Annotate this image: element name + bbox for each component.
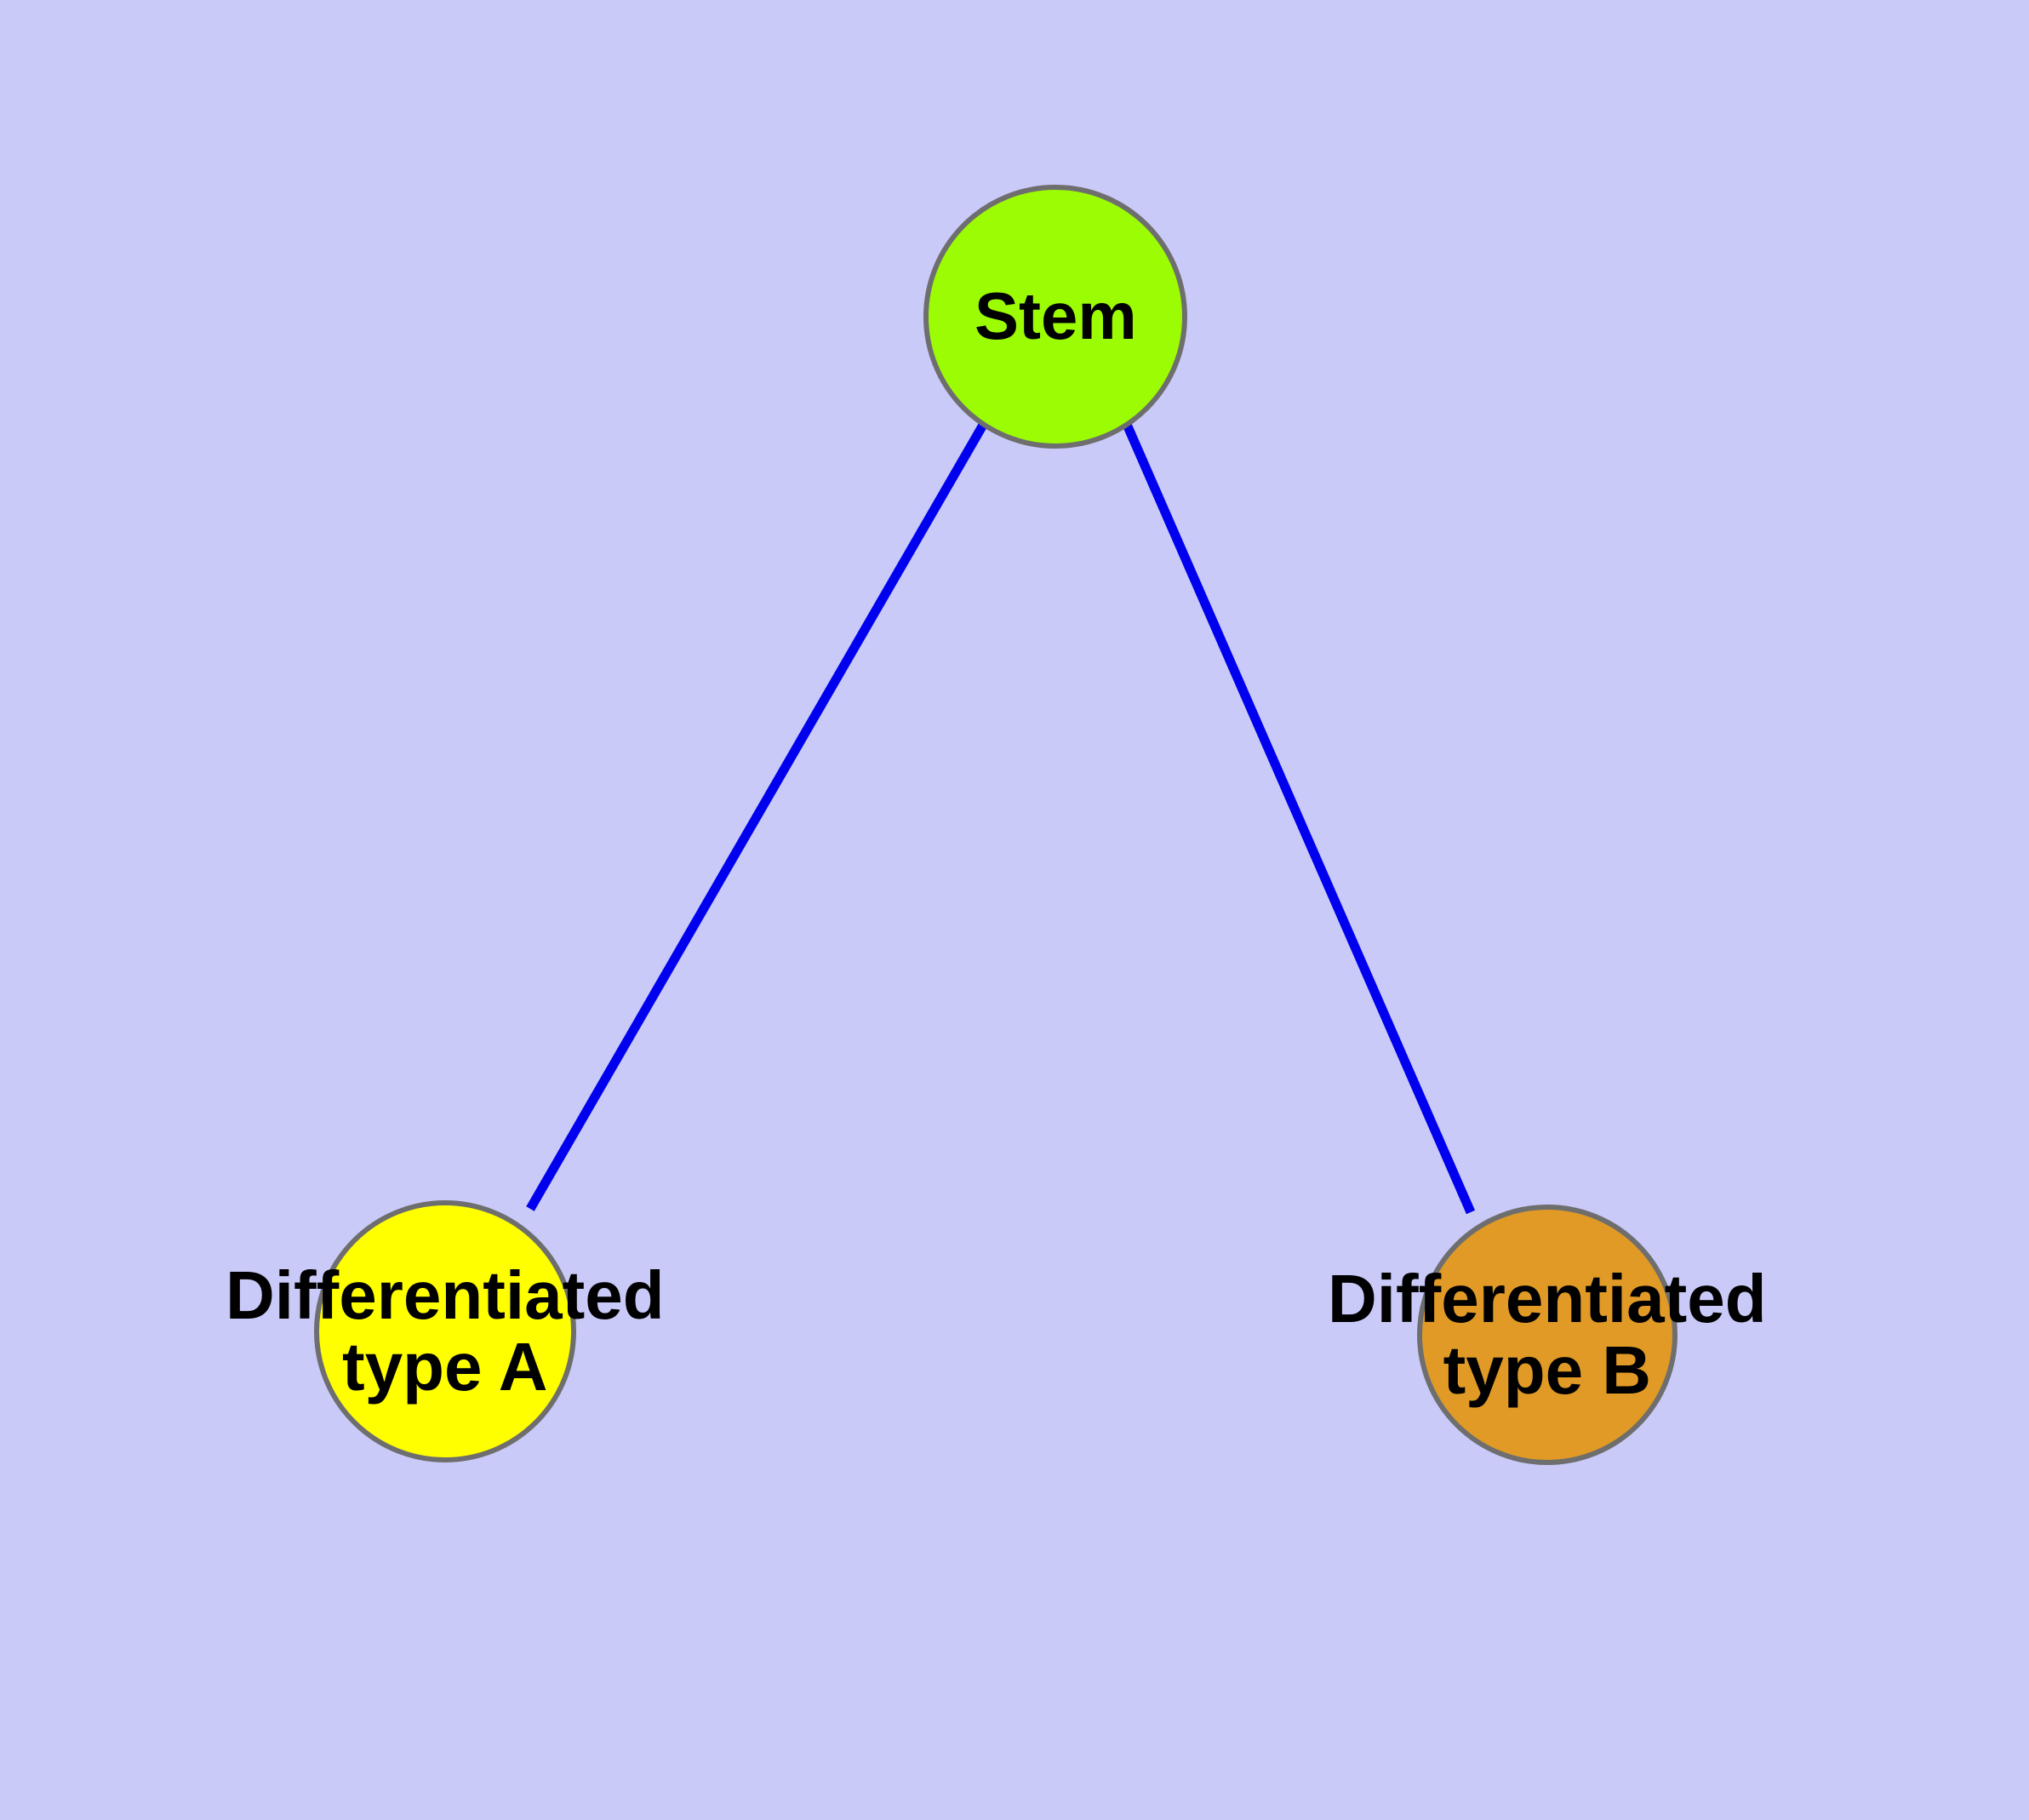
edge-layer (526, 418, 1476, 1215)
edge-stem-to-type-b[interactable] (1120, 418, 1476, 1215)
edge-stem-to-type-a[interactable] (526, 418, 990, 1211)
node-stem[interactable] (923, 185, 1187, 449)
node-diff-type-a[interactable] (314, 1200, 576, 1462)
node-layer (314, 185, 1677, 1465)
node-diff-type-b[interactable] (1417, 1205, 1677, 1465)
